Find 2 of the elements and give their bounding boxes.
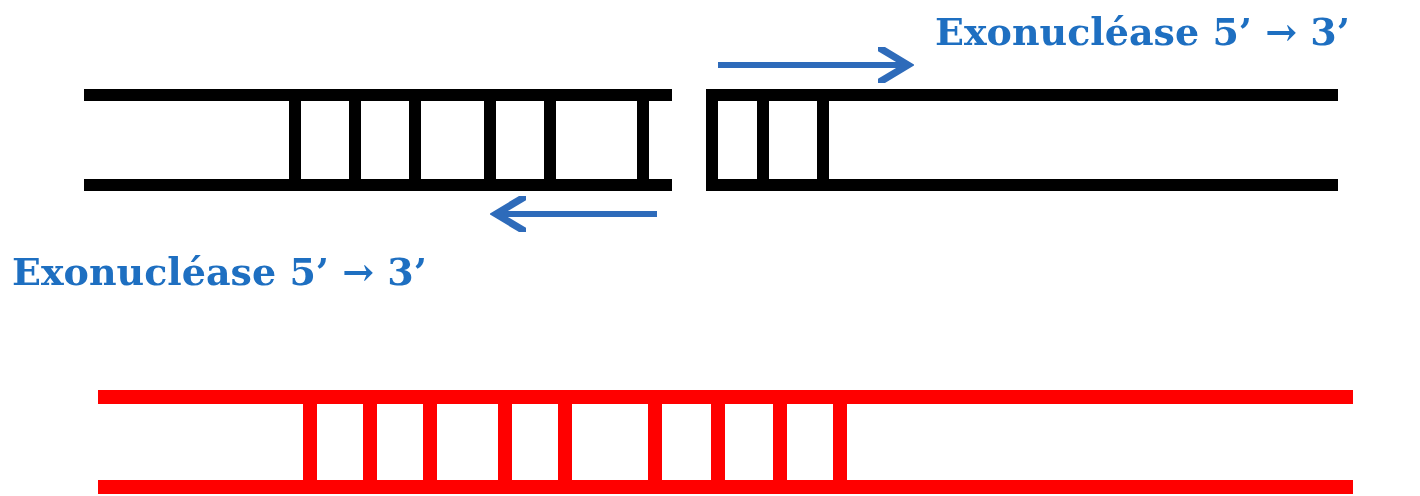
enzyme-label: Exonucléase 5’ → 3’ — [935, 9, 1351, 55]
enzyme-label: Exonucléase 5’ → 3’ — [12, 249, 428, 295]
